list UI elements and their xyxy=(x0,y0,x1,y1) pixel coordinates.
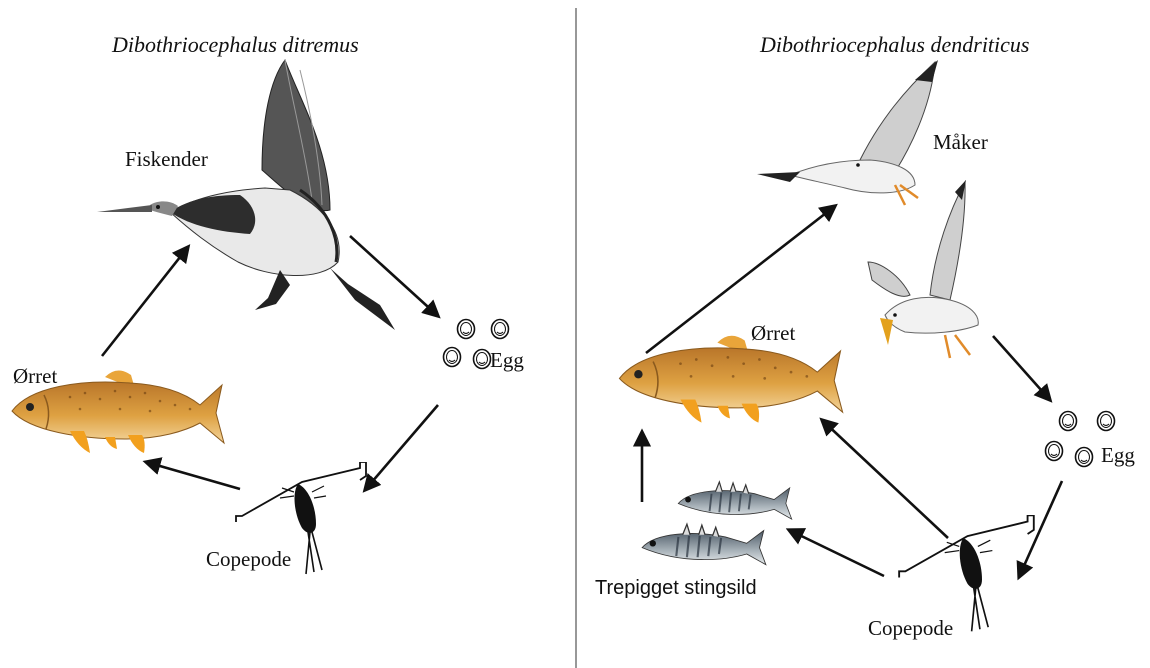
copepod-icon xyxy=(899,515,1034,631)
arrow-trout-to-gull xyxy=(646,206,835,353)
arrow-copepod-to-stickleback xyxy=(789,530,884,576)
right-panel-title: Dibothriocephalus dendriticus xyxy=(760,34,1029,56)
arrow-gull-to-eggs xyxy=(993,336,1050,400)
left-copepod-label: Copepode xyxy=(206,549,291,570)
arrow-eggs-to-copepod xyxy=(1019,481,1062,577)
right-bird-label: Måker xyxy=(933,132,988,153)
left-bird-label: Fiskender xyxy=(125,149,208,170)
left-cycle-arrows xyxy=(102,236,438,490)
left-eggs-label: Egg xyxy=(490,350,524,371)
stickleback-icon xyxy=(642,482,792,565)
right-copepod-label: Copepode xyxy=(868,618,953,639)
right-eggs-label: Egg xyxy=(1101,445,1135,466)
arrow-eggs-to-copepod xyxy=(365,405,438,490)
arrow-copepod-to-trout xyxy=(146,462,240,489)
arrow-copepod-to-trout xyxy=(822,420,948,538)
gull-icon xyxy=(757,60,938,205)
merganser-bird-icon xyxy=(97,60,395,330)
stickleback-label: Trepigget stingsild xyxy=(595,578,757,598)
left-panel-title: Dibothriocephalus ditremus xyxy=(112,34,359,56)
left-trout-label: Ørret xyxy=(13,366,57,387)
arrow-trout-to-merganser xyxy=(102,247,188,356)
right-trout-label: Ørret xyxy=(751,323,795,344)
gull-icon xyxy=(868,180,978,358)
